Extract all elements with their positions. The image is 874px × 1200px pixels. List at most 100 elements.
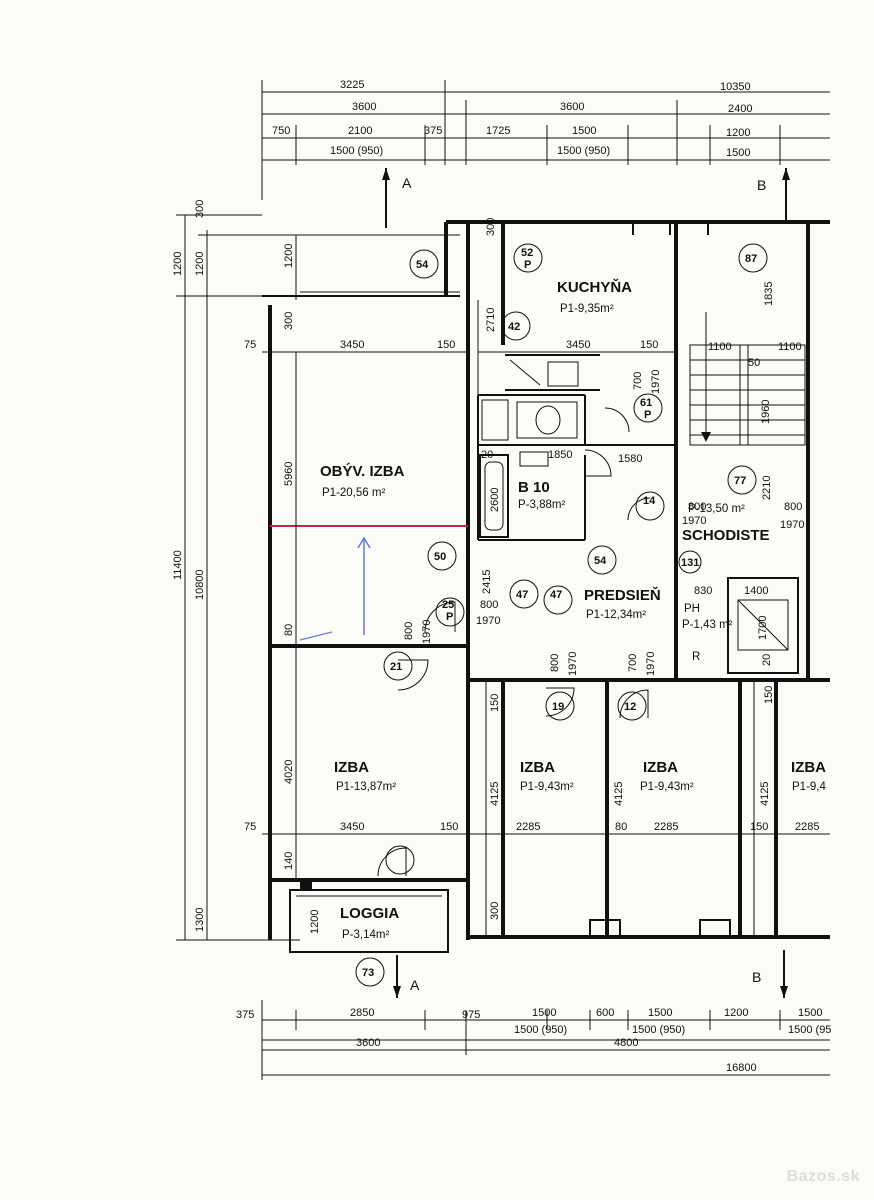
dim-2285-b: 2285 xyxy=(654,821,678,833)
dim-700-iz: 700 xyxy=(627,654,639,672)
room-name-izba2: IZBA xyxy=(520,759,555,776)
dim-3600-b: 3600 xyxy=(560,101,584,113)
marker-circle xyxy=(427,541,457,571)
room-area-obyv-izba: P1-20,56 m² xyxy=(322,487,385,499)
marker-circle xyxy=(355,957,385,987)
dim-700-k: 700 xyxy=(632,372,644,390)
watermark-text: Bazos.sk xyxy=(786,1168,860,1185)
room-name-kuchyna: KUCHYŇA xyxy=(557,278,632,296)
marker-circle xyxy=(383,651,413,681)
dim-300-bot: 300 xyxy=(489,902,501,920)
dim-10800: 10800 xyxy=(194,569,206,600)
dim-375: 375 xyxy=(424,125,442,137)
circle-label-25: 25 xyxy=(442,599,454,611)
circle-label-14: 14 xyxy=(643,495,656,507)
dim-4125-a: 4125 xyxy=(489,782,501,806)
dim-1960: 1960 xyxy=(760,400,772,424)
dim-1850: 1850 xyxy=(548,449,572,461)
marker-circle xyxy=(543,585,573,615)
room-area-schodiste: P-13,50 m² xyxy=(688,503,745,515)
dim-1500-top: 1500 xyxy=(572,125,596,137)
dim-1100-a: 1100 xyxy=(708,341,732,353)
room-area-predsien: P1-12,34m² xyxy=(586,609,646,621)
marker-circle xyxy=(633,393,663,423)
dim-1500-950-b: 1500 (950) xyxy=(557,145,610,157)
room-area-b10: P-3,88m² xyxy=(518,499,565,511)
dim-1970-ob: 1970 xyxy=(421,620,433,644)
dim-300-balcony: 300 xyxy=(283,312,295,330)
marker-circle xyxy=(678,550,702,574)
main-walls xyxy=(268,220,830,940)
dim-150-iz: 150 xyxy=(489,694,501,712)
dim-1500-top-r: 1500 xyxy=(726,147,750,159)
dim-600: 600 xyxy=(596,1007,614,1019)
marker-circle xyxy=(513,243,543,273)
dim-50: 50 xyxy=(748,357,760,369)
dim-975: 975 xyxy=(462,1009,480,1021)
room-name-b10: B 10 xyxy=(518,479,550,496)
room-area-izba4: P1-9,4 xyxy=(792,781,826,793)
circle-label-54b: 54 xyxy=(594,555,607,567)
dim-3450-c: 3450 xyxy=(340,821,364,833)
dim-2285-a: 2285 xyxy=(516,821,540,833)
dim-2285-c: 2285 xyxy=(795,821,819,833)
dim-1970-st: 1970 xyxy=(682,515,706,527)
dim-140: 140 xyxy=(283,852,295,870)
dim-2100: 2100 xyxy=(348,125,372,137)
blue-arrow xyxy=(299,536,371,641)
marker-circle xyxy=(501,311,531,341)
circle-label-21: 21 xyxy=(390,661,402,673)
dim-2850: 2850 xyxy=(350,1007,374,1019)
circle-label-61: 61 xyxy=(640,397,652,409)
circle-label-52: 52 xyxy=(521,247,533,259)
section-mark-b-bottom xyxy=(780,950,788,998)
dim-16800: 16800 xyxy=(726,1062,757,1074)
dim-375-bot: 375 xyxy=(236,1009,254,1021)
bottom-dimension-lines xyxy=(261,1000,830,1080)
dim-1700: 1700 xyxy=(757,616,769,640)
dim-800-r: 800 xyxy=(784,501,802,513)
dim-150-c: 150 xyxy=(750,821,768,833)
dim-5960: 5960 xyxy=(283,462,295,486)
circle-label-42: 42 xyxy=(508,321,520,333)
staircase xyxy=(689,312,806,674)
circle-sub-25: P xyxy=(446,611,453,623)
section-label-a-top: A xyxy=(402,175,412,191)
dim-150-a: 150 xyxy=(437,339,455,351)
circle-label-54a: 54 xyxy=(416,259,429,271)
section-mark-b-top xyxy=(782,168,790,220)
room-name-izba1: IZBA xyxy=(334,759,369,776)
dim-1500-b1: 1500 xyxy=(532,1007,556,1019)
dim-1970-k: 1970 xyxy=(650,370,662,394)
marker-circle xyxy=(617,691,647,721)
dim-1100-b: 1100 xyxy=(778,341,802,353)
marker-circle xyxy=(635,491,665,521)
room-area-ph: P-1,43 m² xyxy=(682,619,733,631)
dim-1580: 1580 xyxy=(618,453,642,465)
dim-750: 750 xyxy=(272,125,290,137)
dim-3600-bot: 3600 xyxy=(356,1037,380,1049)
room-name-loggia: LOGGIA xyxy=(340,905,399,922)
dim-3225: 3225 xyxy=(340,79,364,91)
circle-sub-52: P xyxy=(524,259,531,271)
dim-4125-b: 4125 xyxy=(613,782,625,806)
loggia-walls xyxy=(289,889,449,953)
room-area-izba3: P1-9,43m² xyxy=(640,781,694,793)
dim-2210: 2210 xyxy=(761,476,773,500)
circle-label-77: 77 xyxy=(734,475,746,487)
dim-1200-bot: 1200 xyxy=(724,1007,748,1019)
dim-20-lift: 20 xyxy=(761,654,773,666)
room-area-izba2: P1-9,43m² xyxy=(520,781,574,793)
room-name-izba3: IZBA xyxy=(643,759,678,776)
top-dimension-lines xyxy=(261,80,830,200)
circle-label-50: 50 xyxy=(434,551,446,563)
room-ph-r: R xyxy=(692,651,700,663)
room-area-loggia: P-3,14m² xyxy=(342,929,389,941)
room-area-izba1: P1-13,87m² xyxy=(336,781,396,793)
dim-800-ob: 800 xyxy=(403,622,415,640)
dim-1500-950-a: 1500 (950) xyxy=(330,145,383,157)
dim-1970-r: 1970 xyxy=(780,519,804,531)
dim-3450-b: 3450 xyxy=(566,339,590,351)
circle-markers xyxy=(355,243,768,987)
